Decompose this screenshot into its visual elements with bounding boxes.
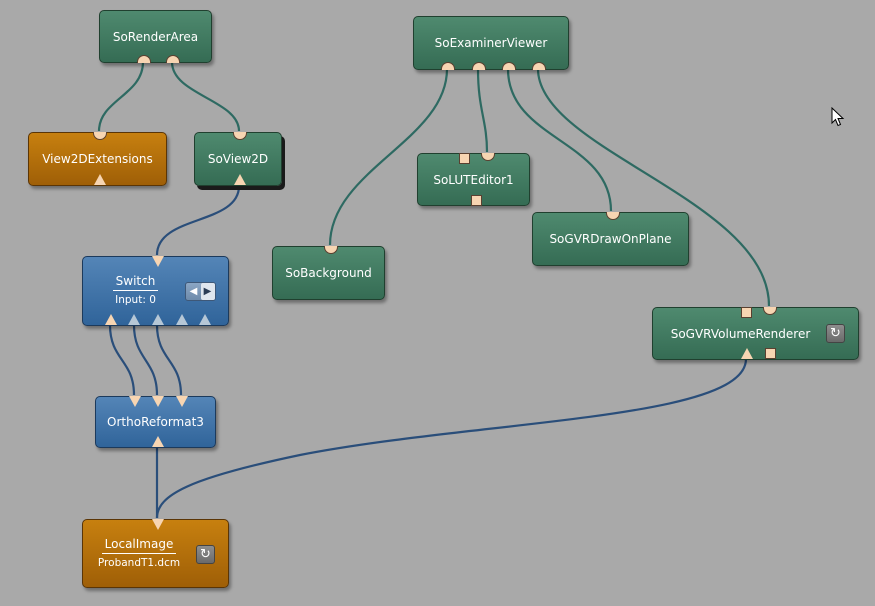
- output-port[interactable]: [152, 436, 164, 447]
- wire-volumerenderer-localimage[interactable]: [155, 358, 748, 519]
- node-so-render-area[interactable]: SoRenderArea: [99, 10, 212, 63]
- node-label: OrthoReformat3: [107, 415, 204, 429]
- output-port[interactable]: [472, 62, 486, 70]
- output-port[interactable]: [176, 314, 188, 325]
- input-port[interactable]: [129, 396, 141, 407]
- output-port[interactable]: [532, 62, 546, 70]
- input-port[interactable]: [152, 519, 164, 530]
- output-port[interactable]: [105, 314, 117, 325]
- wire-examiner-background[interactable]: [328, 68, 449, 246]
- output-port[interactable]: [502, 62, 516, 70]
- input-port[interactable]: [763, 307, 777, 315]
- wire-switch-ortho-2[interactable]: [132, 324, 159, 396]
- node-so-examiner-viewer[interactable]: SoExaminerViewer: [413, 16, 569, 70]
- node-label: SoView2D: [207, 152, 269, 166]
- input-port[interactable]: [233, 132, 247, 140]
- node-switch[interactable]: Switch Input: 0 ◀▶: [82, 256, 229, 326]
- reload-button[interactable]: ↻: [826, 324, 845, 343]
- node-label: View2DExtensions: [42, 152, 153, 166]
- wire-examiner-drawonplane[interactable]: [506, 68, 613, 212]
- wire-examiner-volumerenderer[interactable]: [536, 68, 771, 307]
- node-label: LocalImage: [101, 537, 177, 554]
- chevron-left-icon[interactable]: ◀: [189, 286, 198, 297]
- wire-renderarea-view2dext[interactable]: [97, 61, 145, 132]
- output-port[interactable]: [152, 314, 164, 325]
- node-label: SoRenderArea: [112, 29, 199, 44]
- node-label: SoBackground: [285, 266, 372, 280]
- switch-input-stepper[interactable]: ◀▶: [185, 282, 216, 301]
- node-so-gvr-draw-on-plane[interactable]: SoGVRDrawOnPlane: [532, 212, 689, 266]
- reload-icon: ↻: [200, 547, 211, 562]
- output-port[interactable]: [765, 348, 776, 359]
- input-port[interactable]: [324, 246, 338, 254]
- local-image-filename: ProbandT1.dcm: [97, 557, 181, 569]
- wire-soview2d-switch[interactable]: [155, 185, 241, 256]
- output-port[interactable]: [199, 314, 211, 325]
- input-port[interactable]: [459, 153, 470, 164]
- node-so-gvr-volume-renderer[interactable]: SoGVRVolumeRenderer ↻: [652, 307, 859, 360]
- output-port[interactable]: [234, 174, 246, 185]
- output-port[interactable]: [166, 55, 180, 63]
- input-port[interactable]: [152, 396, 164, 407]
- node-local-image[interactable]: LocalImage ProbandT1.dcm ↻: [82, 519, 229, 588]
- node-so-lut-editor[interactable]: SoLUTEditor1: [417, 153, 530, 206]
- input-port[interactable]: [481, 153, 495, 161]
- node-ortho-reformat[interactable]: OrthoReformat3: [95, 396, 216, 448]
- wire-renderarea-soview2d[interactable]: [170, 61, 241, 132]
- output-port[interactable]: [137, 55, 151, 63]
- wire-switch-ortho-3[interactable]: [155, 324, 183, 396]
- output-port[interactable]: [441, 62, 455, 70]
- reload-button[interactable]: ↻: [196, 545, 215, 564]
- wire-switch-ortho-1[interactable]: [108, 324, 136, 396]
- node-view2d-extensions[interactable]: View2DExtensions: [28, 132, 167, 186]
- chevron-right-icon[interactable]: ▶: [200, 283, 215, 300]
- reload-icon: ↻: [830, 326, 841, 341]
- node-label: SoGVRVolumeRenderer: [670, 326, 811, 341]
- node-label: SoGVRDrawOnPlane: [549, 232, 672, 246]
- node-label: SoLUTEditor1: [433, 172, 514, 187]
- mouse-pointer-icon: [831, 107, 845, 127]
- output-port[interactable]: [471, 195, 482, 206]
- input-port[interactable]: [741, 307, 752, 318]
- output-port[interactable]: [741, 348, 753, 359]
- node-label: SoExaminerViewer: [434, 36, 548, 50]
- input-port[interactable]: [176, 396, 188, 407]
- input-port[interactable]: [152, 256, 164, 267]
- switch-input-value: Input: 0: [115, 294, 156, 306]
- node-so-view2d[interactable]: SoView2D: [194, 132, 282, 186]
- output-port[interactable]: [128, 314, 140, 325]
- node-label: Switch: [112, 274, 159, 291]
- node-so-background[interactable]: SoBackground: [272, 246, 385, 300]
- input-port[interactable]: [93, 132, 107, 140]
- input-port[interactable]: [606, 212, 620, 220]
- wire-examiner-luteditor[interactable]: [476, 68, 489, 153]
- output-port[interactable]: [94, 174, 106, 185]
